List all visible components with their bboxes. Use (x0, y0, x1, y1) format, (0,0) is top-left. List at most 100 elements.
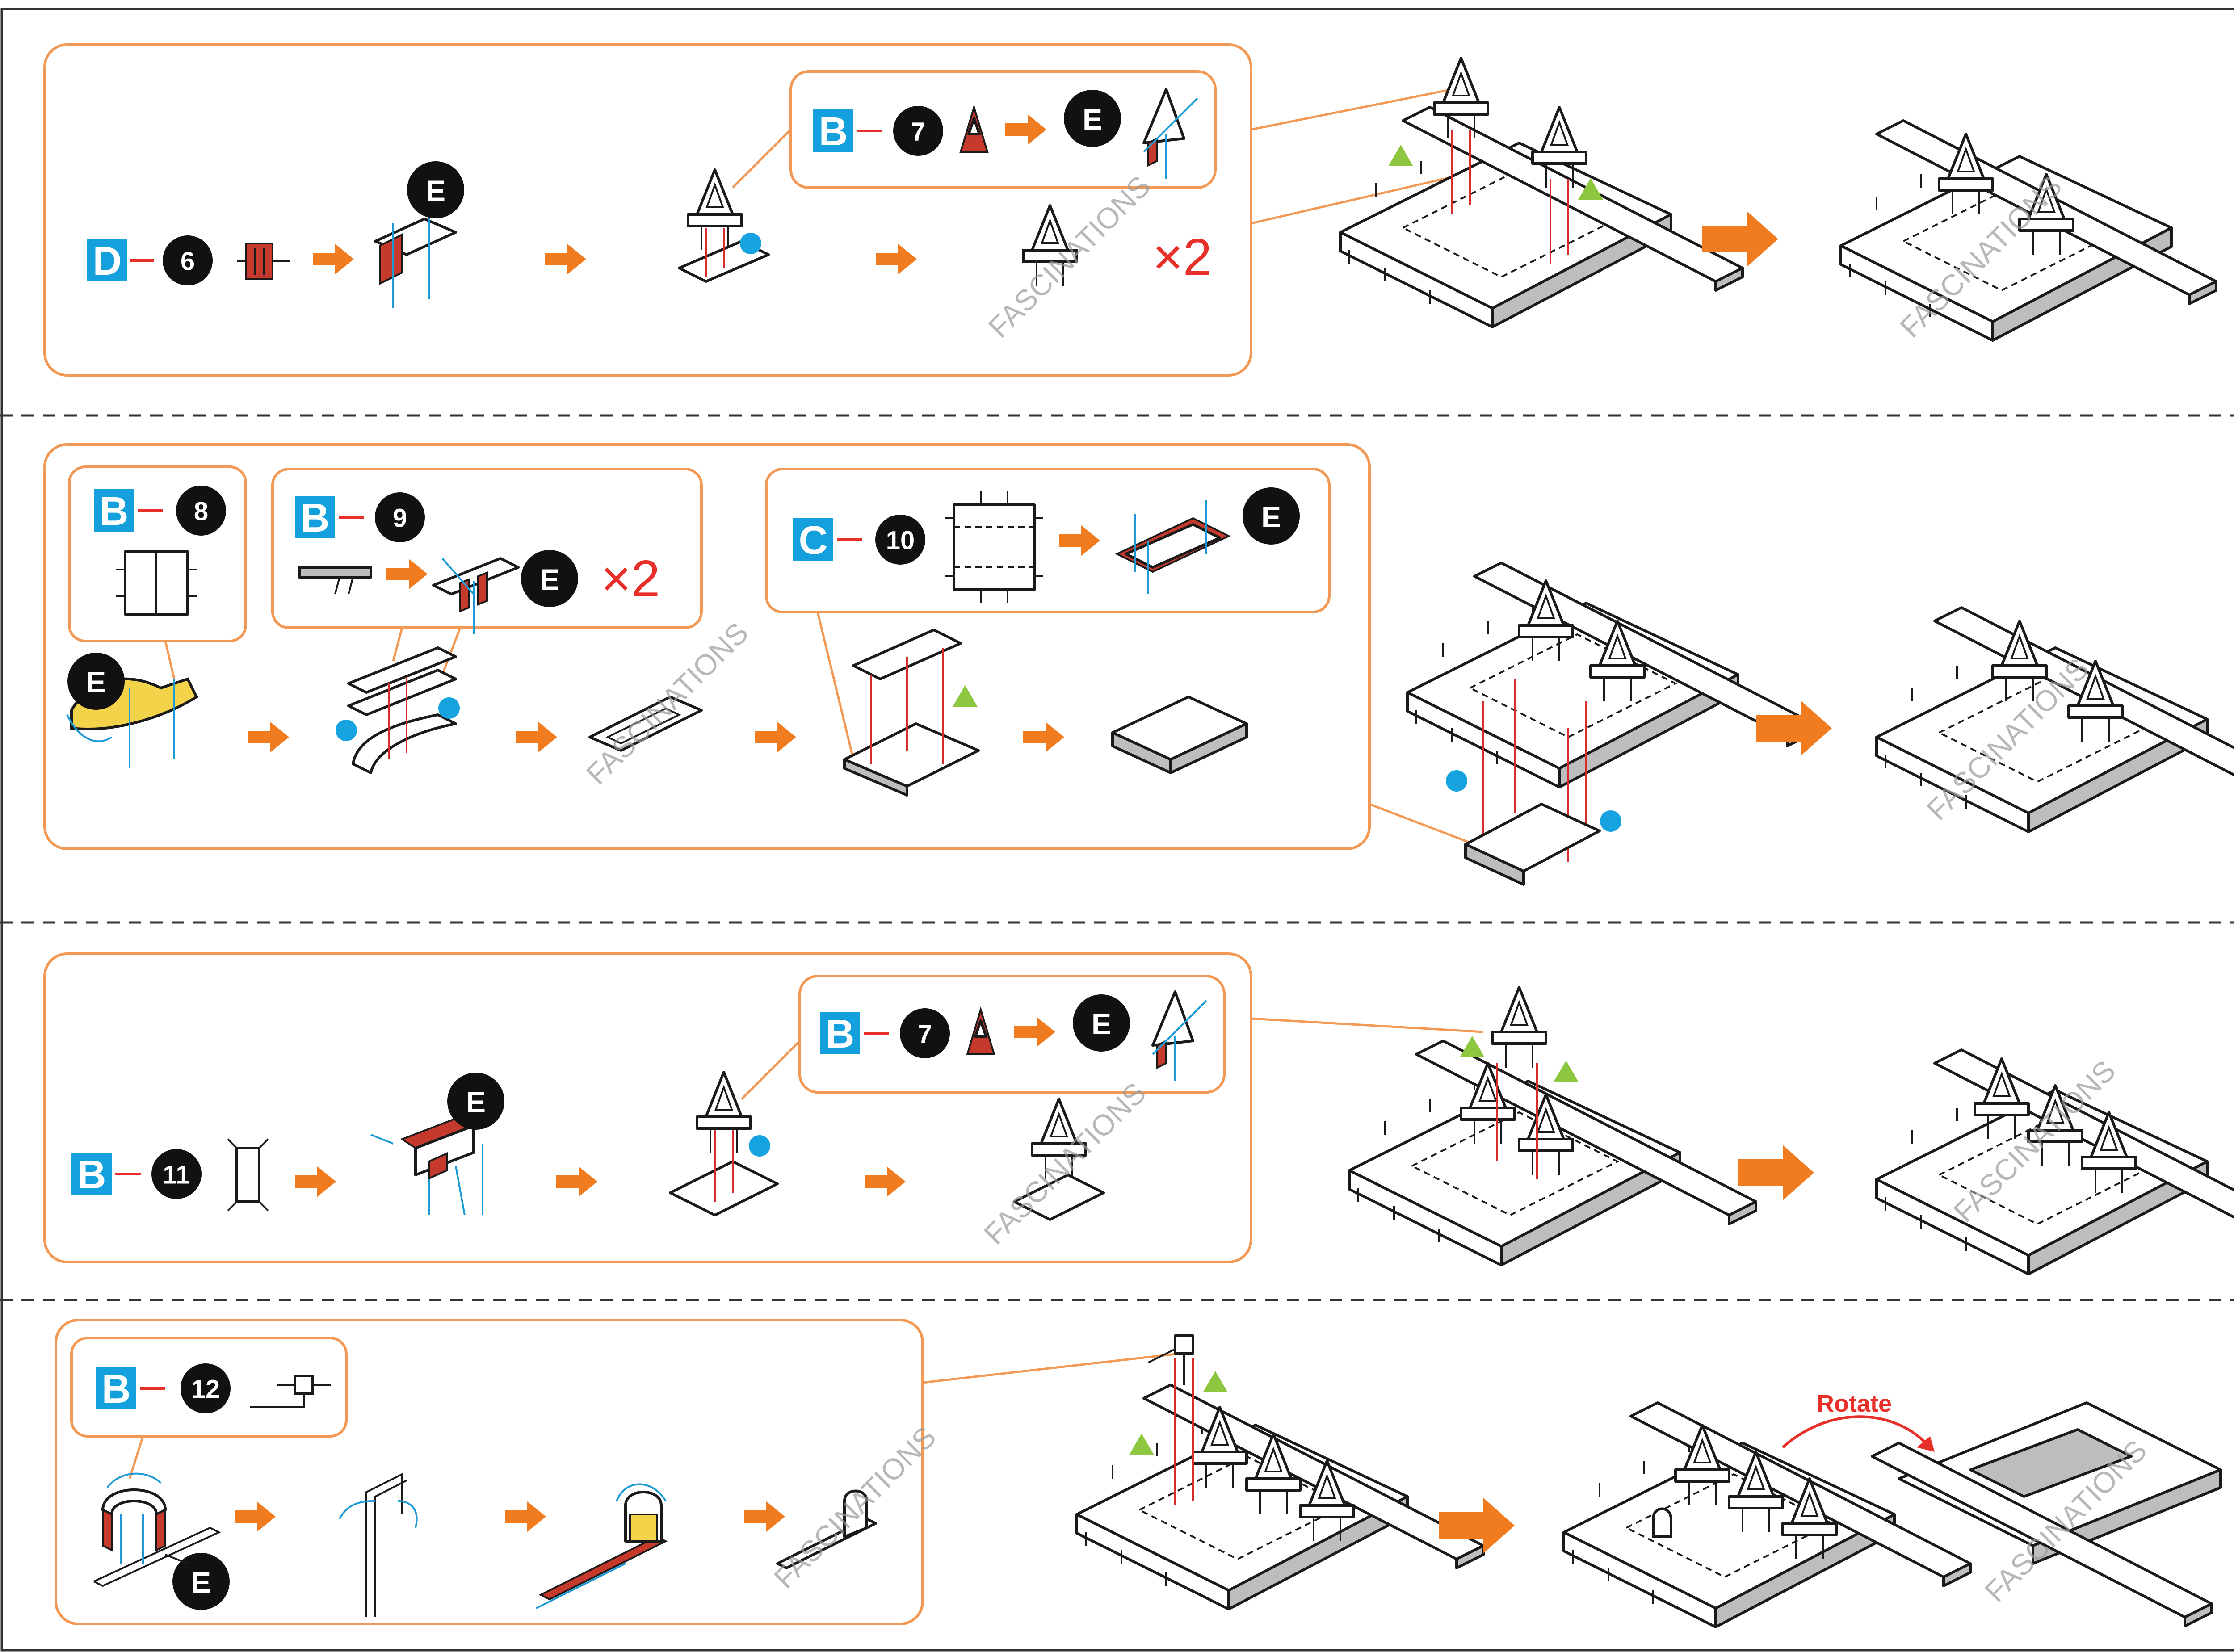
ring-part (93, 1472, 221, 1587)
watermark: FASCINATIONS (768, 1420, 942, 1595)
rotate-arrow-icon (1781, 1415, 1927, 1449)
part-label-box (96, 1367, 136, 1409)
blue-dot-marker-icon (1446, 770, 1467, 792)
part-label-box (87, 239, 127, 281)
piece-d6 (237, 243, 290, 280)
row-3-inset-frame (798, 975, 1226, 1094)
blue-dot-marker-icon (336, 720, 357, 741)
row-4: B 12 E (55, 1319, 2222, 1627)
glue-badge-text: E (426, 174, 445, 207)
big-orange-arrow-icon (1738, 1145, 1814, 1200)
leader-line (128, 1436, 144, 1479)
row-4-inset-label: B 12 (96, 1363, 231, 1413)
a-piece (959, 104, 989, 153)
watermark: FASCINATIONS (580, 616, 755, 791)
glue-badge-text: E (1261, 500, 1281, 533)
step-number: 8 (194, 497, 208, 526)
part-label-box (813, 109, 853, 152)
finished-rod (776, 1489, 877, 1569)
step-number: 9 (393, 504, 407, 533)
step-number: 10 (886, 526, 915, 555)
tower-on-clip-assembly (669, 1072, 779, 1216)
folded-d6 (374, 210, 457, 308)
part-letter: B (819, 109, 848, 154)
flat-tray-c10 (945, 491, 1043, 603)
green-triangle-marker-icon (1388, 145, 1413, 166)
blue-dot-marker-icon (749, 1135, 770, 1157)
step-number: 12 (191, 1375, 220, 1404)
folded-a-piece (1151, 990, 1207, 1081)
row-2-inset-1-frame (68, 465, 247, 642)
row-4-assembly-after (1564, 1403, 1970, 1627)
orange-arrow-icon (876, 244, 917, 274)
finished-tray (1111, 696, 1248, 774)
leader-line (164, 641, 176, 679)
leader-line (922, 1352, 1180, 1384)
piece-b11 (227, 1138, 269, 1212)
glue-badge-text: E (1092, 1007, 1111, 1040)
row-3-assembly-after (1877, 1050, 2234, 1274)
row-1-step-label: D 6 (87, 235, 213, 285)
green-triangle-marker-icon (953, 685, 978, 707)
orange-arrow-icon (545, 244, 586, 274)
orange-arrow-icon (1023, 722, 1064, 752)
finished-tower-on-clip (1013, 1099, 1105, 1221)
part-letter: B (301, 496, 330, 541)
orange-arrow-icon (1014, 1017, 1055, 1047)
green-triangle-marker-icon (1460, 1036, 1485, 1057)
part-letter: B (100, 489, 129, 534)
part-letter: B (826, 1012, 855, 1057)
row-2-inset-2-frame (271, 468, 703, 629)
row-4-substep-frame (55, 1319, 924, 1625)
strips-onto-curve (347, 646, 457, 774)
row-2-inset-3-label: C 10 (793, 515, 925, 565)
step-number-circle (151, 1149, 202, 1199)
orange-arrow-icon (386, 559, 428, 589)
orange-arrow-icon (516, 722, 557, 752)
row-3-step-label: B 11 (71, 1149, 202, 1199)
step-number-circle (181, 1363, 231, 1413)
glue-badge-text: E (86, 666, 106, 699)
glue-badge-text: E (1083, 103, 1102, 136)
row-4-inset-frame (70, 1337, 348, 1438)
orange-arrow-icon (248, 722, 289, 752)
folded-a-piece (1142, 88, 1198, 179)
step-number-circle (900, 1008, 950, 1058)
sheet-border (0, 8, 2234, 1652)
leader-line (816, 612, 855, 760)
orange-arrow-icon (1059, 525, 1100, 556)
step-number: 7 (911, 117, 925, 147)
tray-with-cover (843, 629, 980, 797)
orange-arrow-icon (235, 1501, 276, 1532)
step-number: 6 (181, 247, 195, 276)
assembled-curve-piece (588, 696, 703, 752)
leader-line (1369, 803, 1475, 846)
green-triangle-marker-icon (1554, 1061, 1579, 1082)
row-4-assembly-rotated (1872, 1401, 2222, 1626)
orange-arrow-icon (865, 1166, 906, 1197)
bent-rod (339, 1472, 418, 1617)
piece-b12 (250, 1375, 331, 1408)
blue-dot-marker-icon (1600, 810, 1621, 832)
part-label-box (94, 489, 134, 532)
blue-dot-marker-icon (740, 233, 761, 254)
part-letter: B (102, 1367, 131, 1412)
row-1: D 6 E (43, 43, 2216, 377)
step-number-circle (176, 486, 226, 536)
part-label-box (295, 496, 335, 538)
folded-strip-b9 (432, 557, 520, 634)
row-3-substep-frame (43, 952, 1252, 1263)
orange-arrow-icon (1005, 114, 1046, 145)
row-2-inset-1-label: B 8 (94, 486, 226, 536)
folded-tray-c10 (1115, 500, 1231, 594)
step-number: 7 (918, 1020, 932, 1049)
leader-line (732, 129, 792, 189)
row-2-inset-3-frame (765, 468, 1331, 613)
a-piece (966, 1006, 995, 1055)
part-letter: C (799, 518, 828, 563)
row-3: B 11 E (43, 952, 2234, 1274)
rotate-arrow-head-icon (1917, 1436, 1935, 1452)
watermark: FASCINATIONS (978, 1076, 1152, 1251)
glue-badge-text: E (466, 1086, 486, 1119)
